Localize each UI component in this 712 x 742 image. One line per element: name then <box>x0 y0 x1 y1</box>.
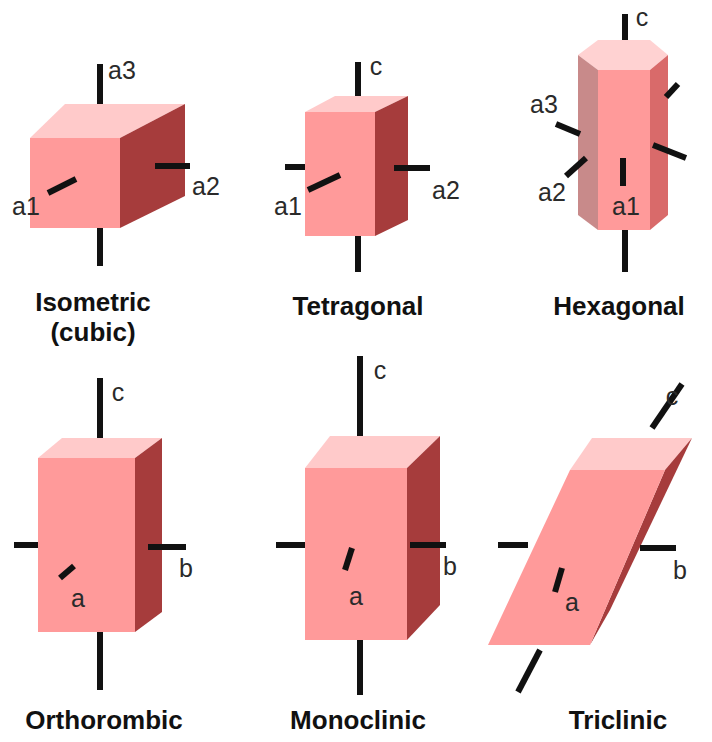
system-name: Triclinic <box>528 706 708 736</box>
system-name: Monoclinic <box>268 706 448 736</box>
tetragonal-shape <box>305 96 408 236</box>
system-name: Hexagonal <box>529 292 709 322</box>
hexagonal-shape <box>578 40 668 230</box>
axis-label: c <box>636 5 649 30</box>
axis-label: b <box>443 554 457 579</box>
triclinic-shape <box>488 438 692 645</box>
system-name: Tetragonal <box>268 292 448 322</box>
axis-label: c <box>666 384 679 409</box>
system-name: Orthorombic <box>14 706 194 736</box>
axis-label: a1 <box>274 194 302 219</box>
axis-label: a2 <box>432 178 460 203</box>
axis-label: a <box>565 590 579 615</box>
axis-label: b <box>673 558 687 583</box>
axis-label: a2 <box>538 180 566 205</box>
axis-label: a3 <box>530 92 558 117</box>
axis-label: a <box>71 586 85 611</box>
axes-back <box>100 14 682 695</box>
axis-label: a3 <box>108 58 136 83</box>
axis-label: c <box>374 358 387 383</box>
axis-label: a1 <box>612 194 640 219</box>
monoclinic-shape <box>305 436 440 640</box>
axis-label: c <box>112 380 125 405</box>
axis-label: a <box>349 584 363 609</box>
axis-label: c <box>370 54 383 79</box>
orthorhombic-shape <box>38 438 162 632</box>
system-name: Isometric (cubic) <box>3 288 183 348</box>
axis-label: a2 <box>192 174 220 199</box>
axis-label: b <box>179 556 193 581</box>
axis-label: a1 <box>12 194 40 219</box>
